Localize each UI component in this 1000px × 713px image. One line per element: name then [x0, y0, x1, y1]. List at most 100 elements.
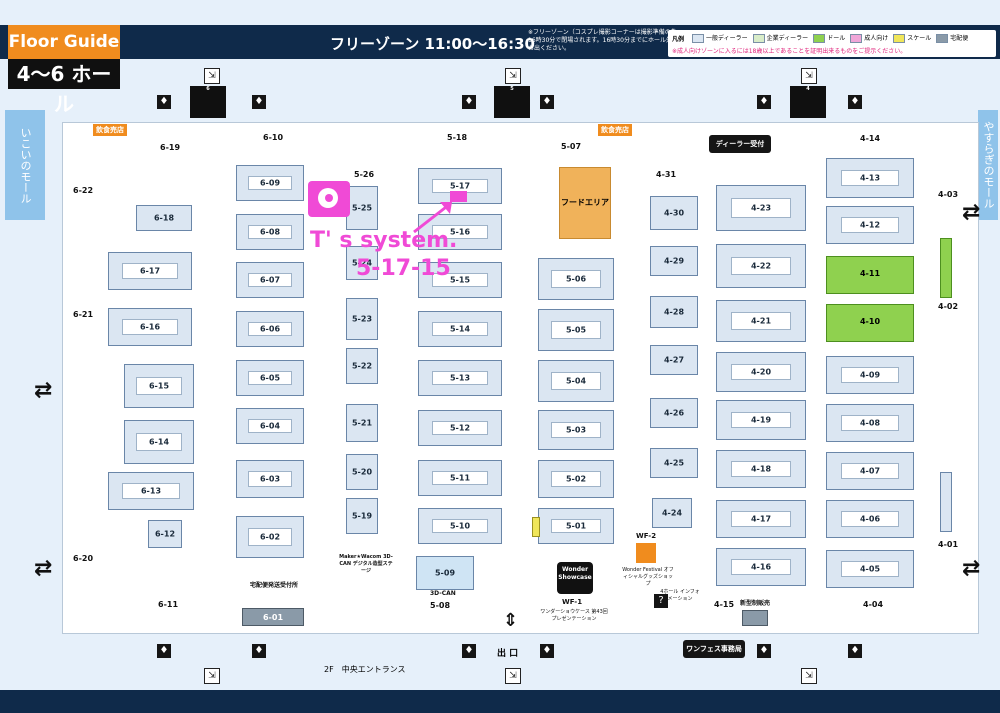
block-label: 5-08 [430, 601, 451, 610]
free-zone-hours: フリーゾーン 11:00〜16:30 [330, 35, 535, 53]
legend-item-doll: ドール [813, 33, 845, 43]
block-6-01[interactable]: 6-01 [242, 608, 304, 626]
halls-label: 4〜6 ホール [8, 59, 120, 116]
block-6-18[interactable]: 6-18 [136, 205, 192, 231]
block-4-07[interactable]: 4-07 [826, 452, 914, 490]
block-4-16[interactable]: 4-16 [716, 548, 806, 586]
block-4-24[interactable]: 4-24 [652, 498, 692, 528]
cad-label: 3D-CAN [430, 590, 456, 597]
block-6-14[interactable]: 6-14 [124, 420, 194, 464]
block-label: 4-15 [714, 600, 735, 609]
restroom-icon: ♦ [540, 95, 554, 109]
block-6-07[interactable]: 6-07 [236, 262, 304, 298]
block-label: 5-18 [447, 133, 468, 142]
exit-label: 出 口 [497, 649, 519, 659]
block-4-28[interactable]: 4-28 [650, 296, 698, 328]
emergency-exit-icon: ⇲ [801, 68, 817, 84]
legend-warning: ※成人向けゾーンに入るには18歳以上であることを証明出来るものをご提示ください。 [672, 48, 907, 55]
block-4-20[interactable]: 4-20 [716, 352, 806, 392]
block-6-08[interactable]: 6-08 [236, 214, 304, 250]
block-label: 4-31 [656, 170, 677, 179]
block-4-18[interactable]: 4-18 [716, 450, 806, 488]
block-5-25[interactable]: 5-25 [346, 186, 378, 230]
block-4-05[interactable]: 4-05 [826, 550, 914, 588]
block-label: 4-01 [938, 540, 959, 549]
food-area: フードエリア [559, 167, 611, 239]
block-6-17[interactable]: 6-17 [108, 252, 192, 290]
wonder-showcase-logo: Wonder Showcase [557, 562, 593, 594]
block-4-22[interactable]: 4-22 [716, 244, 806, 288]
block-5-13[interactable]: 5-13 [418, 360, 502, 396]
block-label: 6-19 [160, 143, 181, 152]
double-arrow-icon: ⇄ [962, 200, 981, 225]
legend-heading: 凡例 [672, 36, 685, 43]
restroom-icon: ♦ [157, 644, 171, 658]
block-6-12[interactable]: 6-12 [148, 520, 182, 548]
block-4-12[interactable]: 4-12 [826, 206, 914, 244]
block-4-26[interactable]: 4-26 [650, 398, 698, 428]
block-5-10[interactable]: 5-10 [418, 508, 502, 544]
restroom-icon: ♦ [848, 95, 862, 109]
block-label: 4-03 [938, 190, 959, 199]
block-5-21[interactable]: 5-21 [346, 404, 378, 442]
block-4-29[interactable]: 4-29 [650, 246, 698, 276]
block-5-20[interactable]: 5-20 [346, 454, 378, 490]
legend-items: 一般ディーラー 企業ディーラー ドール 成人向け スケール 宅配便 [692, 33, 968, 43]
legend-item-delivery: 宅配便 [936, 33, 968, 43]
block-6-02[interactable]: 6-02 [236, 516, 304, 558]
block-4-06[interactable]: 4-06 [826, 500, 914, 538]
block-6-09[interactable]: 6-09 [236, 165, 304, 201]
block-5-22[interactable]: 5-22 [346, 348, 378, 384]
emergency-exit-icon: ⇲ [801, 668, 817, 684]
block-4-25[interactable]: 4-25 [650, 448, 698, 478]
block-5-01[interactable]: 5-01 [538, 508, 614, 544]
restroom-icon: ♦ [157, 95, 171, 109]
block-6-04[interactable]: 6-04 [236, 408, 304, 444]
block-4-17[interactable]: 4-17 [716, 500, 806, 538]
wf2-label: WF-2 [636, 532, 657, 540]
block-5-03[interactable]: 5-03 [538, 410, 614, 450]
legend: 凡例 一般ディーラー 企業ディーラー ドール 成人向け スケール 宅配便 ※成人… [668, 30, 996, 57]
block-5-15[interactable]: 5-15 [418, 262, 502, 298]
block-5-11[interactable]: 5-11 [418, 460, 502, 496]
block-5-19[interactable]: 5-19 [346, 498, 378, 534]
block-4-08[interactable]: 4-08 [826, 404, 914, 442]
restroom-icon: ♦ [252, 644, 266, 658]
block-4-10[interactable]: 4-10 [826, 304, 914, 342]
block-6-15[interactable]: 6-15 [124, 364, 194, 408]
block-4-21[interactable]: 4-21 [716, 300, 806, 342]
block-6-03[interactable]: 6-03 [236, 460, 304, 498]
restroom-icon: ♦ [757, 95, 771, 109]
wf1-desc: ワンダーショウケース 第43回プレゼンテーション [540, 609, 608, 622]
block-6-05[interactable]: 6-05 [236, 360, 304, 396]
block-5-02[interactable]: 5-02 [538, 460, 614, 498]
block-4-11[interactable]: 4-11 [826, 256, 914, 294]
maker-stage-label: Maker★Wacom 3D-CAN デジタル造型ステージ [339, 554, 393, 574]
block-5-09[interactable]: 5-09 [416, 556, 474, 590]
block-5-23[interactable]: 5-23 [346, 298, 378, 340]
block-6-13[interactable]: 6-13 [108, 472, 194, 510]
restroom-icon: ♦ [252, 95, 266, 109]
block-4-27[interactable]: 4-27 [650, 345, 698, 375]
block-5-04[interactable]: 5-04 [538, 360, 614, 402]
block-5-06[interactable]: 5-06 [538, 258, 614, 300]
block-label: 6-10 [263, 133, 284, 142]
block-5-16[interactable]: 5-16 [418, 214, 502, 250]
block-4-13[interactable]: 4-13 [826, 158, 914, 198]
block-5-24[interactable]: 5-24 [346, 246, 378, 280]
block-4-23[interactable]: 4-23 [716, 185, 806, 231]
restroom-icon: ♦ [540, 644, 554, 658]
block-5-14[interactable]: 5-14 [418, 311, 502, 347]
block-4-30[interactable]: 4-30 [650, 196, 698, 230]
block-6-16[interactable]: 6-16 [108, 308, 192, 346]
block-4-09[interactable]: 4-09 [826, 356, 914, 394]
restroom-icon: ♦ [848, 644, 862, 658]
booth-name-label: T' s system. [310, 228, 458, 253]
hall-5-plate: 5 [494, 86, 530, 118]
block-4-19[interactable]: 4-19 [716, 400, 806, 440]
dealer-reception: ディーラー受付 [709, 135, 771, 153]
legend-item-adult: 成人向け [850, 33, 888, 43]
block-5-12[interactable]: 5-12 [418, 410, 502, 446]
block-5-05[interactable]: 5-05 [538, 309, 614, 351]
block-6-06[interactable]: 6-06 [236, 311, 304, 347]
